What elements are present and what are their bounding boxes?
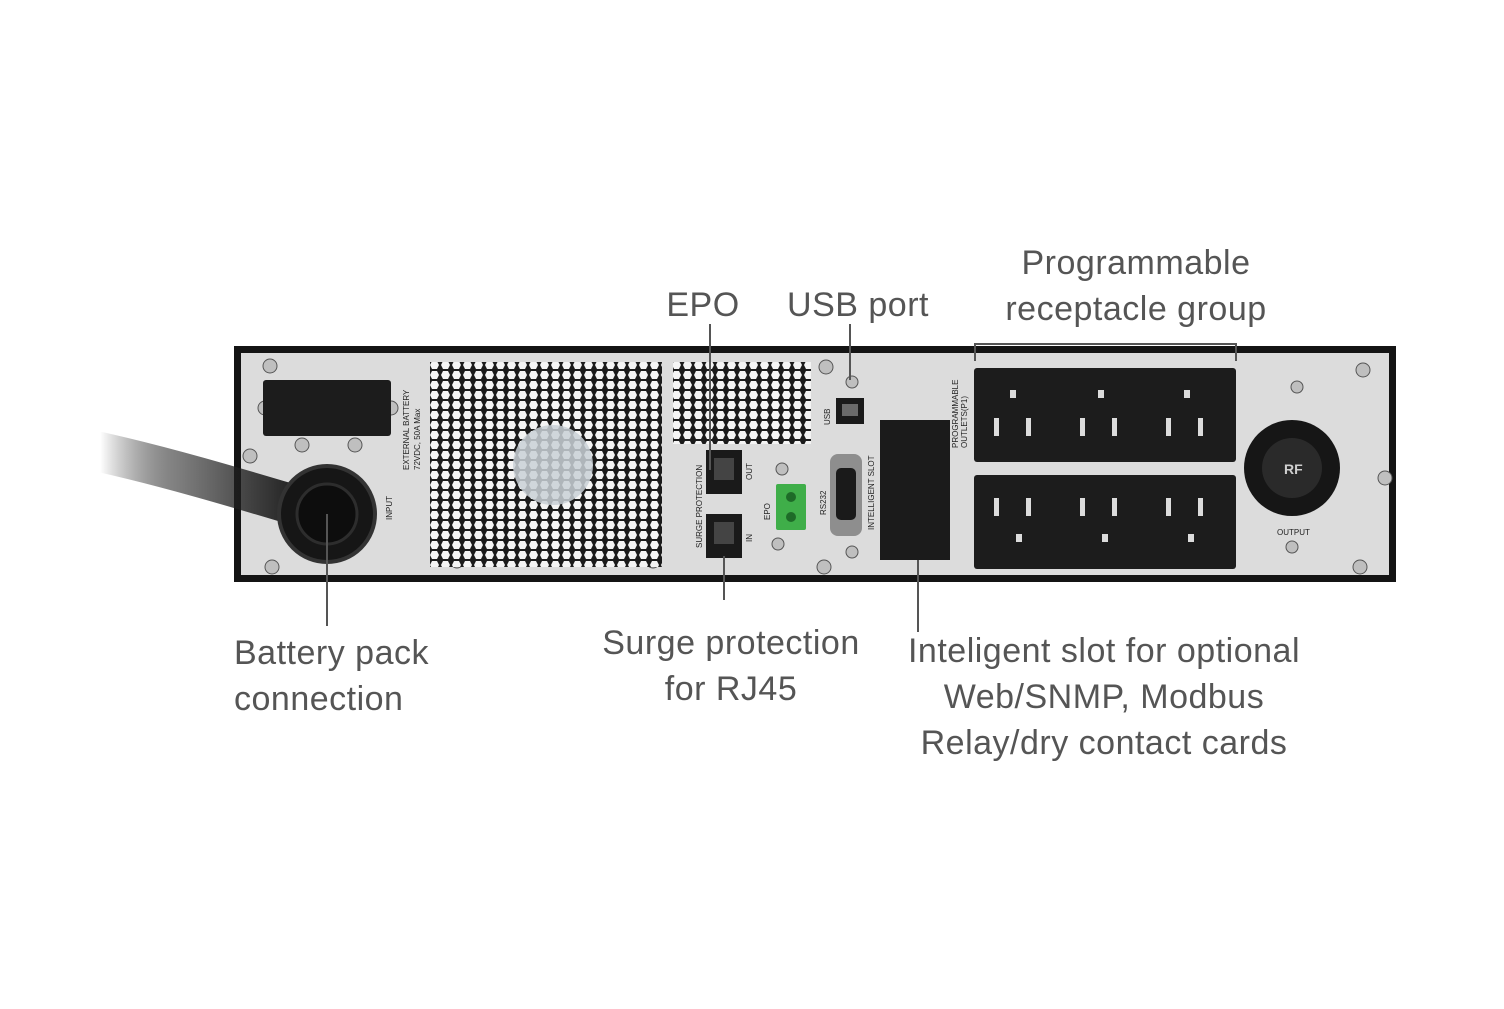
- vent-grille: [673, 362, 811, 444]
- label-in: IN: [745, 534, 754, 542]
- label-usb: USB: [823, 409, 832, 425]
- callout-slot-line3: Relay/dry contact cards: [920, 724, 1288, 762]
- outlet-group-programmable: [974, 368, 1236, 462]
- callout-epo: EPO: [648, 282, 758, 328]
- label-output: OUTPUT: [1277, 528, 1310, 537]
- label-outlets-p1: OUTLETS(P1): [960, 396, 969, 448]
- epo-terminal: [776, 484, 806, 530]
- label-intelligent-slot: INTELLIGENT SLOT: [867, 455, 876, 530]
- label-external-battery: EXTERNAL BATTERY: [402, 389, 411, 470]
- label-epo: EPO: [763, 503, 772, 520]
- callout-programmable-line1: Programmable: [1021, 244, 1251, 282]
- callout-battery: Battery pack connection: [234, 630, 494, 722]
- callout-slot: Inteligent slot for optional Web/SNMP, M…: [894, 628, 1314, 766]
- outlet-group-standard: [974, 475, 1236, 569]
- callout-battery-line2: connection: [234, 680, 404, 718]
- fan-hub: [513, 425, 593, 505]
- callout-epo-text: EPO: [666, 286, 740, 324]
- callout-surge-line2: for RJ45: [664, 670, 798, 708]
- callout-slot-line1: Inteligent slot for optional: [907, 632, 1301, 670]
- callout-slot-line2: Web/SNMP, Modbus: [943, 678, 1265, 716]
- callout-surge: Surge protection for RJ45: [591, 620, 871, 712]
- intelligent-slot: [880, 420, 950, 560]
- label-battery-rating: 72VDC, 50A Max: [413, 409, 422, 470]
- leader-lines: [326, 324, 1237, 632]
- label-input: INPUT: [385, 496, 394, 520]
- callout-surge-line1: Surge protection: [602, 624, 860, 662]
- callout-battery-line1: Battery pack: [234, 634, 429, 672]
- label-programmable: PROGRAMMABLE: [951, 380, 960, 448]
- outlet-slots: [994, 390, 1203, 542]
- label-surge-protection: SURGE PROTECTION: [695, 465, 704, 548]
- callout-usb-port: USB port: [768, 282, 948, 328]
- label-out: OUT: [745, 463, 754, 480]
- battery-connector: [263, 380, 391, 436]
- callout-programmable-line2: receptacle group: [1005, 290, 1267, 328]
- callout-programmable: Programmable receptacle group: [986, 240, 1286, 332]
- twist-lock-brand: RF: [1284, 461, 1303, 477]
- callout-usb-port-text: USB port: [787, 286, 929, 324]
- label-rs232: RS232: [819, 490, 828, 515]
